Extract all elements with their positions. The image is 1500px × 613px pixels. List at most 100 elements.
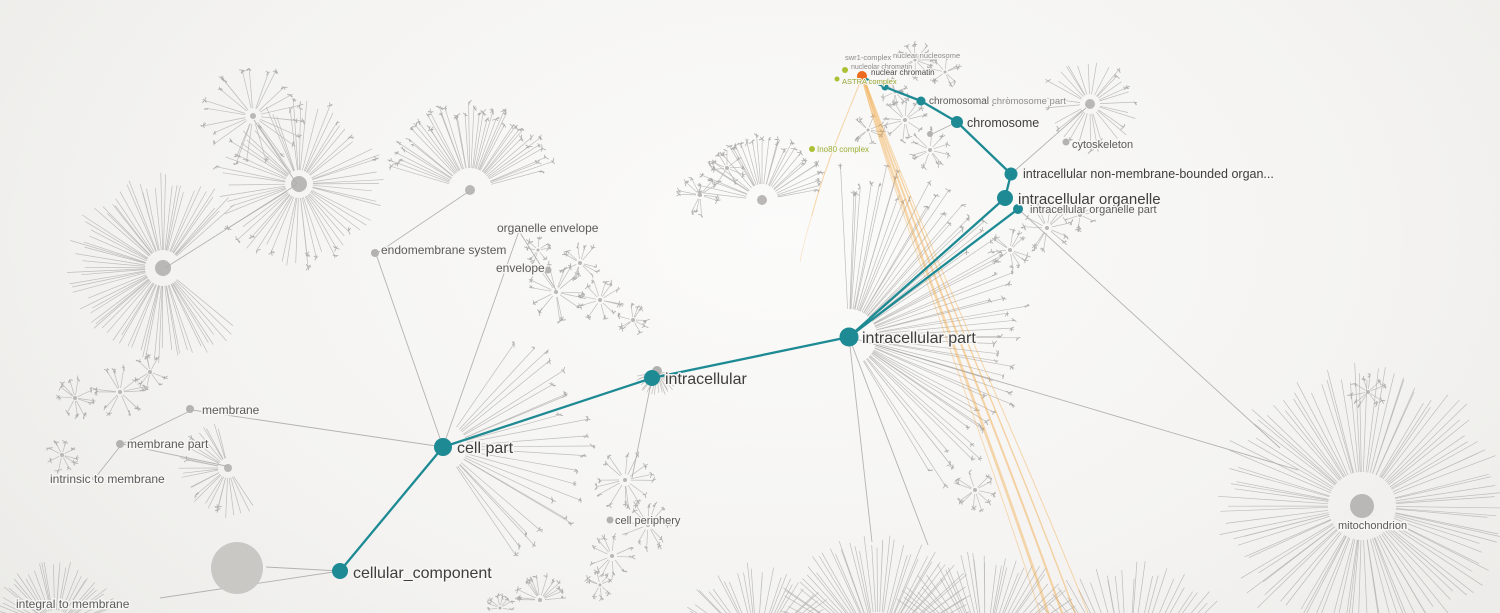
label-membrane-part[interactable]: membrane part [126, 436, 211, 453]
label-chromosome-part[interactable]: chromosome part [991, 95, 1067, 108]
highlighted-edge [650, 335, 851, 380]
orange-flow-strand [799, 214, 813, 263]
graph-node-minor[interactable] [606, 516, 614, 524]
label-nucleolar-chromatin[interactable]: nucleolar chromatin [850, 63, 913, 72]
cluster-center-dot [725, 166, 729, 170]
label-intracellular-organelle-part[interactable]: intracellular organelle part [1029, 203, 1159, 218]
cluster-center-dot [646, 523, 650, 527]
label-cellular-component[interactable]: cellular_component [352, 564, 494, 584]
label-ino80-complex[interactable]: Ino80 complex [816, 144, 870, 155]
cluster-center-dot [973, 488, 977, 492]
node-chromatin-junction[interactable] [881, 83, 889, 91]
label-nuclear-nucleosome[interactable]: nuclear nucleosome [892, 50, 961, 61]
graph-edge [121, 409, 193, 445]
label-intracellular-non-membrane-bounded[interactable]: intracellular non-membrane-bounded organ… [1022, 166, 1276, 183]
label-intracellular-organelle[interactable]: intracellular organelle [1017, 190, 1163, 210]
node-intracellular-organelle-part[interactable] [1013, 204, 1023, 214]
node-green-node-2[interactable] [834, 76, 840, 82]
node-chromosome[interactable] [951, 116, 963, 128]
label-endomembrane-system[interactable]: endomembrane system [380, 242, 508, 259]
highlighted-edge [847, 196, 1007, 339]
cluster-fan [203, 68, 303, 165]
cluster-fan [929, 58, 959, 85]
node-intracellular-part[interactable] [839, 327, 859, 347]
label-organelle-envelope[interactable]: organelle envelope [496, 220, 601, 237]
cluster-tip-glyphs [1062, 199, 1097, 233]
node-ino80-node[interactable] [809, 146, 815, 152]
node-layer [332, 67, 1023, 579]
graph-node-minor[interactable] [927, 131, 933, 137]
label-astra-complex[interactable]: ASTRA complex [841, 76, 898, 87]
label-intracellular[interactable]: intracellular [664, 370, 749, 390]
orange-flow-strand [861, 77, 1050, 613]
highlighted-edge [955, 120, 1013, 176]
label-chromosomal-part[interactable]: chromosomal part [928, 95, 1011, 109]
label-cell-periphery[interactable]: cell periphery [614, 514, 683, 529]
cluster-center-dot [148, 370, 152, 374]
cluster-tip-glyphs [212, 98, 380, 271]
node-intracellular-organelle[interactable] [997, 190, 1013, 206]
graph-node-minor[interactable] [116, 440, 124, 448]
cluster-fan [896, 551, 1076, 613]
cluster-center-dot [1045, 226, 1049, 230]
cluster-fan [1064, 201, 1094, 230]
label-membrane[interactable]: membrane [201, 402, 262, 419]
node-cell-part[interactable] [434, 438, 452, 456]
label-cytoskeleton[interactable]: cytoskeleton [1071, 138, 1135, 153]
graph-node-minor[interactable] [515, 226, 523, 234]
cluster-center-dot [866, 128, 870, 132]
graph-node-minor[interactable] [1062, 138, 1070, 146]
cluster-fan [698, 135, 821, 199]
cluster-fan [617, 305, 647, 333]
node-green-node-1[interactable] [842, 67, 848, 73]
graph-edge [265, 566, 341, 572]
cluster-fan [587, 571, 611, 598]
cluster-fan [624, 504, 669, 549]
cluster-center-dot [118, 390, 122, 394]
orange-flow-strand [865, 82, 1089, 613]
node-intracellular-non-membrane-bounded-organelle[interactable] [1004, 167, 1018, 181]
node-nuclear-chromatin-node[interactable] [857, 71, 867, 81]
cluster-tip-glyphs [837, 163, 1030, 489]
cluster-tip-glyphs [954, 469, 996, 513]
cluster-center-dot [598, 298, 602, 302]
graph-edge [253, 119, 298, 185]
label-envelope[interactable]: envelope [495, 260, 547, 277]
cluster-fan [840, 165, 1027, 486]
graph-node-minor[interactable] [186, 405, 194, 413]
label-chromosome[interactable]: chromosome [966, 115, 1041, 132]
label-intrinsic-to-membrane[interactable]: intrinsic to membrane [49, 471, 167, 488]
orange-flow-strand [863, 79, 1063, 613]
cluster-fan [216, 99, 384, 268]
graph-edge [191, 409, 444, 448]
cluster-center-dot [536, 248, 540, 252]
cluster-center-dot [554, 290, 558, 294]
graph-node-minor[interactable] [371, 249, 379, 257]
graph-edge [94, 443, 123, 479]
label-nuclear-chromatin[interactable]: nuclear chromatin [870, 67, 936, 78]
cluster-tip-glyphs [696, 133, 825, 196]
graph-node-minor[interactable] [92, 475, 98, 481]
label-swr1-complex[interactable]: swr1-complex [844, 52, 893, 63]
cluster-center-dot [1078, 213, 1082, 217]
cluster-center-dot [757, 195, 767, 205]
label-intracellular-part[interactable]: intracellular part [861, 329, 978, 349]
node-cellular-component[interactable] [332, 563, 348, 579]
node-intracellular[interactable] [644, 370, 660, 386]
label-cell-part[interactable]: cell part [456, 439, 516, 459]
cluster-fan [135, 356, 166, 390]
cluster-tip-glyphs [1347, 373, 1387, 409]
cluster-center-dot [928, 148, 932, 152]
cluster-fan [487, 596, 512, 611]
graph-node-minor[interactable] [544, 266, 552, 274]
node-chromosomal-part[interactable] [916, 96, 926, 106]
label-mitochondrion[interactable]: mitochondrion [1337, 519, 1409, 534]
highlighted-edge [441, 376, 654, 449]
cluster-fan [679, 177, 718, 216]
label-integral-to-membrane[interactable]: integral to membrane [15, 596, 132, 613]
cluster-fan [67, 172, 235, 364]
cluster-tip-glyphs [708, 149, 746, 185]
graph-node-minor[interactable] [211, 542, 263, 594]
